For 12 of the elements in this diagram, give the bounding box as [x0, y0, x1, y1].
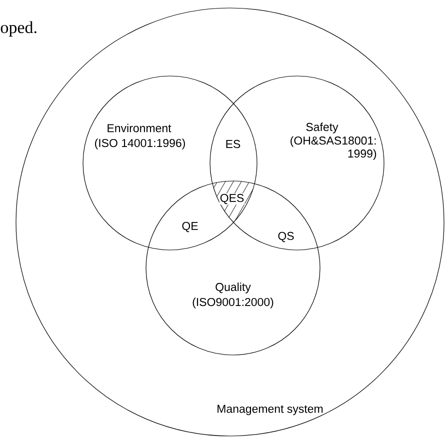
circle-label: (ISO9001:2000) [192, 298, 274, 308]
circle-label: Quality [216, 282, 251, 294]
region-label: QS [278, 232, 294, 242]
region-label: ES [226, 140, 240, 148]
region-label: QES [219, 193, 245, 205]
text-fragment: oped. [0, 21, 36, 37]
circle-label: Environment [108, 124, 172, 132]
circle-label: Management system [218, 404, 323, 416]
circle-label: (OH&SAS18001: 1999) [290, 136, 376, 160]
circle-label: Safety [306, 122, 338, 134]
circle-label: (ISO 14001:1996) [95, 138, 185, 150]
region-label: QE [182, 222, 198, 232]
